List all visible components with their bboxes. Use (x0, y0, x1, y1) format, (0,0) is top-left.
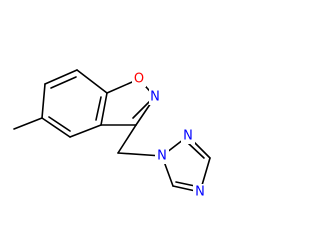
bond-c5-c4 (41, 117, 71, 138)
bond-c4-c3a (69, 124, 102, 138)
bond-ch2-n1 (117, 152, 163, 157)
bond-c6-c5 (41, 83, 46, 119)
bond-c3a-c7a (100, 92, 108, 126)
bond-c7a-c7 (76, 69, 108, 94)
bond-n2-c3-inner (132, 100, 151, 119)
bond-c7-c6-inner (50, 76, 77, 89)
atom-layer: O N N N N (132, 71, 207, 200)
bond-c5-methyl (13, 117, 43, 130)
isoxazole-nitrogen-label: N (150, 90, 160, 105)
bond-c5-c4-inner (48, 116, 71, 132)
bond-n4t-c5t-inner (175, 181, 196, 187)
bond-layer (13, 69, 211, 193)
triazole-n4-label: N (195, 185, 205, 200)
bond-n2t-c3t-inner (187, 142, 205, 159)
triazole-n2-label: N (183, 129, 193, 144)
structure-canvas: O N N N N (13, 69, 211, 200)
bond-c3a-c7a-inner (95, 96, 102, 121)
triazole-n1-label: N (157, 149, 167, 164)
oxygen-atom-label: O (134, 72, 144, 87)
bond-c3-ch2 (117, 124, 137, 154)
bond-c7-c6 (44, 69, 78, 85)
molecule-diagram: O N N N N (13, 69, 211, 200)
